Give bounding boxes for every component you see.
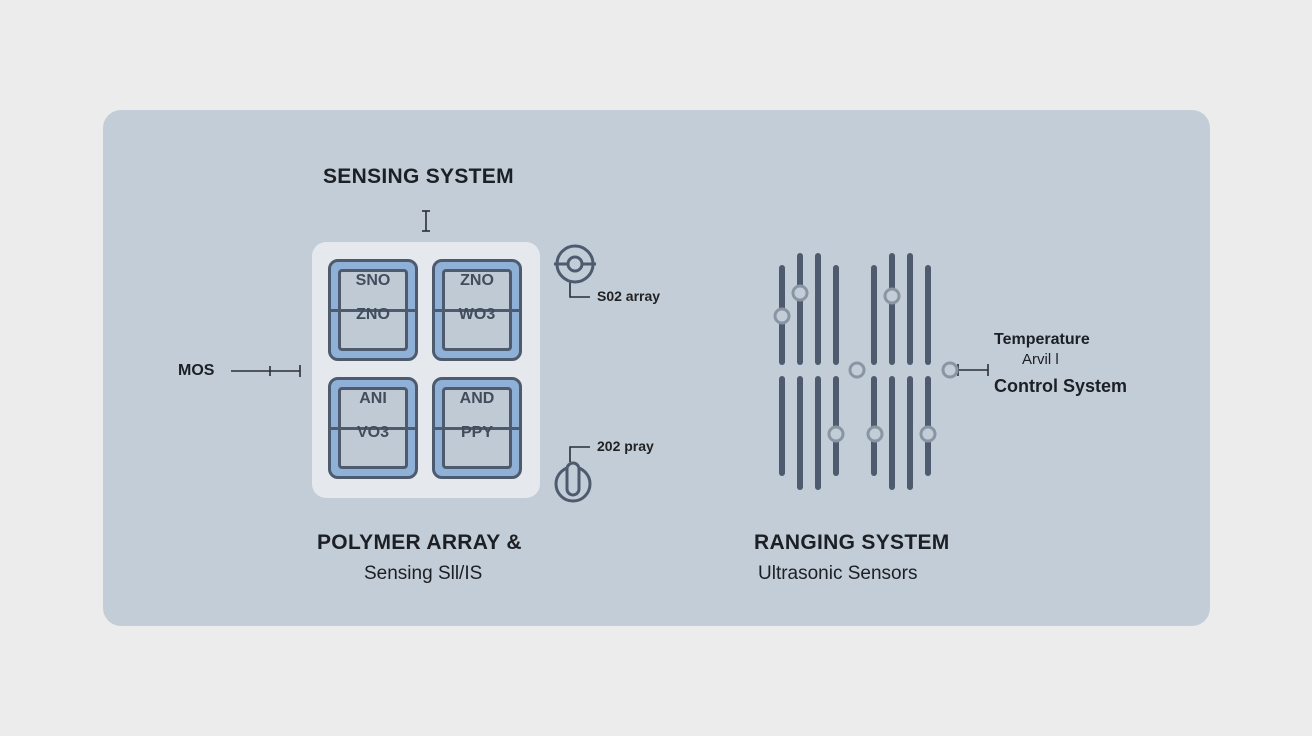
cell-1-top-label: SNO bbox=[355, 272, 391, 289]
cell-4-top-label: AND bbox=[459, 390, 495, 407]
cell-1-bottom-label: ZNO bbox=[356, 306, 390, 323]
temperature-label: Temperature bbox=[994, 331, 1090, 348]
cell-2-bottom-label: WO3 bbox=[458, 306, 496, 323]
array-cell-4: AND PPY bbox=[432, 377, 522, 479]
polymer-array-caption: POLYMER ARRAY & bbox=[317, 531, 522, 554]
control-system-label: Control System bbox=[994, 376, 1128, 396]
cell-2-top-label: ZNO bbox=[460, 272, 494, 289]
mos-label: MOS bbox=[178, 362, 215, 379]
sensing-caption-subtitle: Sensing Sll/IS bbox=[364, 563, 483, 584]
so2-connector bbox=[569, 282, 590, 298]
ranging-system-title: RANGING SYSTEM bbox=[754, 531, 950, 554]
pray-connector bbox=[569, 446, 590, 462]
target-sensor-icon bbox=[554, 244, 596, 284]
sensing-system-title: SENSING SYSTEM bbox=[323, 165, 514, 188]
sensor-node-icons bbox=[773, 284, 959, 443]
array-cell-3: ANI VO3 bbox=[328, 377, 418, 479]
ultrasonic-sensor-bars bbox=[779, 253, 931, 490]
array-cell-1: SNO ZNO bbox=[328, 259, 418, 361]
array-cell-2: ZNO WO3 bbox=[432, 259, 522, 361]
ultrasonic-sensors-label: Ultrasonic Sensors bbox=[758, 563, 918, 584]
probe-sensor-icon bbox=[554, 461, 592, 503]
cell-3-bottom-label: VO3 bbox=[356, 424, 389, 441]
pray-label: 202 pray bbox=[597, 438, 654, 454]
diagram-panel bbox=[103, 110, 1210, 626]
cell-3-top-label: ANI bbox=[359, 390, 387, 407]
cell-4-bottom-label: PPY bbox=[460, 424, 493, 441]
temperature-sub-label: Arvil l bbox=[1022, 351, 1059, 368]
so2-array-label: S02 array bbox=[597, 288, 661, 304]
